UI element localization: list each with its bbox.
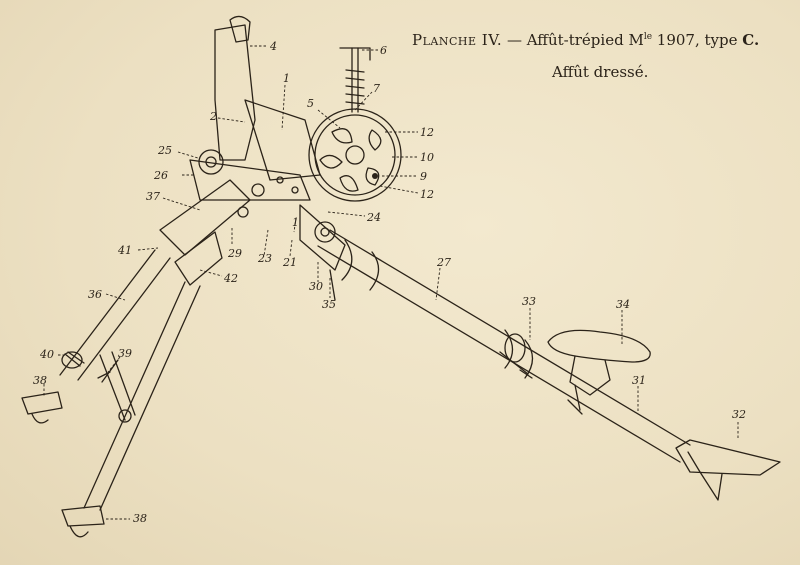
elevating-screw [339,47,371,113]
caption-title: Affût-trépied M [526,31,644,49]
part-label-42: 42 [223,272,238,285]
part-label-12b: 12 [420,188,434,201]
trail-clamp [499,333,533,379]
part-label-1: 1 [283,72,290,85]
part-label-31: 31 [632,374,646,387]
part-label-37: 37 [146,190,160,203]
leader-lines [43,45,739,520]
cradle-head [159,15,346,301]
part-label-35: 35 [322,298,336,311]
part-label-21: 21 [282,256,297,269]
part-label-32: 32 [732,408,746,421]
seat [547,329,651,415]
part-numbers: 4 6 7 1 2 5 12 10 9 12 25 26 37 24 1 29 … [33,40,746,525]
caption-type-letter: C. [742,31,760,49]
rear-trail [317,229,781,501]
part-label-1b: 1 [292,216,299,229]
part-label-36: 36 [88,288,102,301]
part-label-9: 9 [420,170,427,183]
part-label-5: 5 [307,97,314,110]
tripod-legs [21,249,201,538]
handwheel [308,108,402,202]
part-label-2: 2 [209,110,217,123]
part-label-38b: 38 [133,512,147,525]
part-label-40: 40 [39,348,54,361]
part-label-25: 25 [157,144,172,157]
caption-title-superscript: le [643,32,653,42]
caption-title-rest: 1907, type [652,31,743,49]
part-label-39: 39 [118,347,132,360]
part-label-41: 41 [117,244,132,257]
part-label-26: 26 [153,169,168,182]
plate-caption-subtitle: Affût dressé. [552,63,649,81]
part-label-4: 4 [269,40,277,53]
part-label-34: 34 [616,298,630,311]
part-label-12a: 12 [420,126,434,139]
part-label-7: 7 [373,82,380,95]
part-label-38a: 38 [33,374,47,387]
part-label-10: 10 [420,151,434,164]
part-label-6: 6 [380,44,387,57]
plate-caption-title: Planche IV. — Affût-trépied Mle 1907, ty… [412,31,759,49]
part-label-30: 30 [309,280,323,293]
caption-dash: — [502,31,527,49]
plate-label: Planche IV. [412,31,503,49]
part-label-27: 27 [436,256,451,269]
part-label-29: 29 [227,247,242,260]
part-label-24: 24 [366,211,381,224]
part-label-33: 33 [522,295,536,308]
part-label-23: 23 [257,252,272,265]
